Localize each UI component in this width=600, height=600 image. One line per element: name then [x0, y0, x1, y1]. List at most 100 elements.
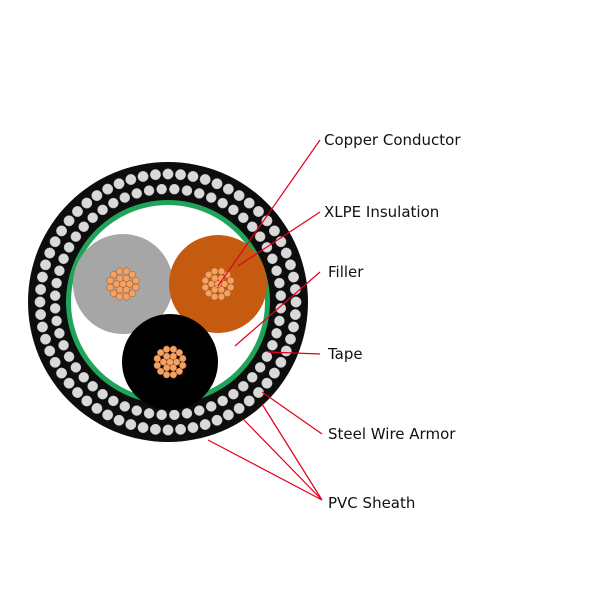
copper-strand [223, 271, 231, 279]
armor-wire [91, 402, 103, 414]
leader-copper-conductor [217, 139, 321, 287]
armor-wire [72, 387, 83, 398]
armor-wire [70, 231, 82, 242]
copper-strand [110, 271, 118, 279]
armor-wire [169, 183, 180, 195]
armor-wire [72, 206, 83, 217]
label-pvc-sheath: PVC Sheath [328, 494, 415, 512]
copper-strand [163, 352, 171, 360]
armor-wire [49, 290, 61, 301]
copper-strand [217, 293, 226, 301]
armor-wire [268, 367, 280, 379]
leader-tape [267, 351, 321, 355]
copper-strand [179, 354, 187, 363]
armor-wire [268, 225, 280, 237]
armor-wire [271, 265, 282, 276]
copper-strand [201, 276, 209, 285]
armor-wire [253, 206, 264, 217]
armor-wire [125, 174, 137, 185]
armor-wire [181, 185, 193, 196]
armor-wire [233, 190, 245, 202]
armor-wire [238, 381, 249, 392]
copper-strand [122, 286, 130, 294]
armor-wire [285, 333, 296, 345]
armor-wire [81, 395, 93, 407]
armor-wire [63, 215, 75, 227]
copper-strand [223, 289, 231, 297]
armor-wire [211, 178, 223, 190]
copper-strand [169, 371, 178, 379]
armor-wire [131, 405, 142, 416]
armor-wire [275, 356, 287, 368]
armor-wire [228, 388, 239, 400]
armor-wire [150, 423, 161, 435]
copper-strand [106, 276, 114, 285]
armor-wire [162, 168, 174, 180]
core-brown-conductor [201, 267, 235, 301]
copper-strand [116, 274, 124, 282]
copper-strand [159, 358, 168, 366]
armor-wire [150, 169, 161, 181]
armor-wire [254, 231, 266, 242]
armor-wire [271, 328, 282, 339]
armor-wire [267, 339, 278, 351]
armor-wire [194, 188, 205, 199]
armor-wire [35, 284, 47, 295]
armor-wire [56, 367, 68, 379]
armor-wire [222, 183, 234, 195]
armor-wire [280, 345, 292, 357]
leader-xlpe-insulation [237, 211, 321, 267]
armor-wire [205, 192, 217, 203]
copper-strand [207, 280, 216, 288]
armor-wire [34, 296, 46, 308]
copper-strand [128, 271, 136, 279]
copper-strand [211, 274, 219, 282]
copper-strand [169, 364, 177, 372]
armor-wire [162, 424, 174, 436]
armor-wire [54, 265, 65, 276]
copper-strand [153, 361, 161, 370]
armor-wire [228, 204, 239, 216]
label-xlpe-insulation: XLPE Insulation [324, 203, 439, 221]
armor-wire [35, 309, 47, 320]
armor-wire [181, 408, 193, 419]
copper-strand [112, 280, 121, 288]
armor-wire [261, 351, 273, 362]
copper-strand [175, 349, 183, 357]
copper-strand [115, 267, 124, 275]
copper-strand [157, 367, 165, 375]
copper-strand [220, 280, 229, 288]
label-copper-conductor: Copper Conductor [324, 131, 461, 149]
copper-strand [153, 354, 161, 363]
armor-wire [137, 422, 149, 433]
armor-wire [175, 169, 187, 181]
copper-strand [179, 361, 187, 370]
armor-wire [113, 414, 125, 426]
copper-strand [132, 276, 140, 285]
armor-wire [63, 351, 75, 362]
armor-wire [205, 401, 217, 412]
armor-wire [108, 395, 119, 407]
label-tape: Tape [327, 345, 363, 363]
armor-wire [222, 409, 234, 421]
leader-steel-wire-armor [261, 391, 323, 435]
armor-wire [217, 197, 228, 209]
core-gray-conductor [106, 267, 140, 301]
armor-wire [37, 321, 48, 333]
armor-wire [275, 290, 287, 301]
armor-wire [187, 171, 199, 182]
copper-strand [217, 286, 225, 294]
armor-wire [44, 345, 56, 357]
label-steel-wire-armor: Steel Wire Armor [328, 425, 456, 443]
copper-strand [115, 293, 124, 301]
copper-strand [122, 293, 131, 301]
armor-wire [247, 221, 258, 232]
armor-wire [97, 204, 108, 216]
copper-strand [157, 349, 165, 357]
armor-wire [238, 212, 249, 223]
armor-wire [131, 188, 142, 199]
armor-wire [97, 388, 108, 400]
armor-wire [119, 192, 131, 203]
copper-strand [201, 283, 209, 292]
